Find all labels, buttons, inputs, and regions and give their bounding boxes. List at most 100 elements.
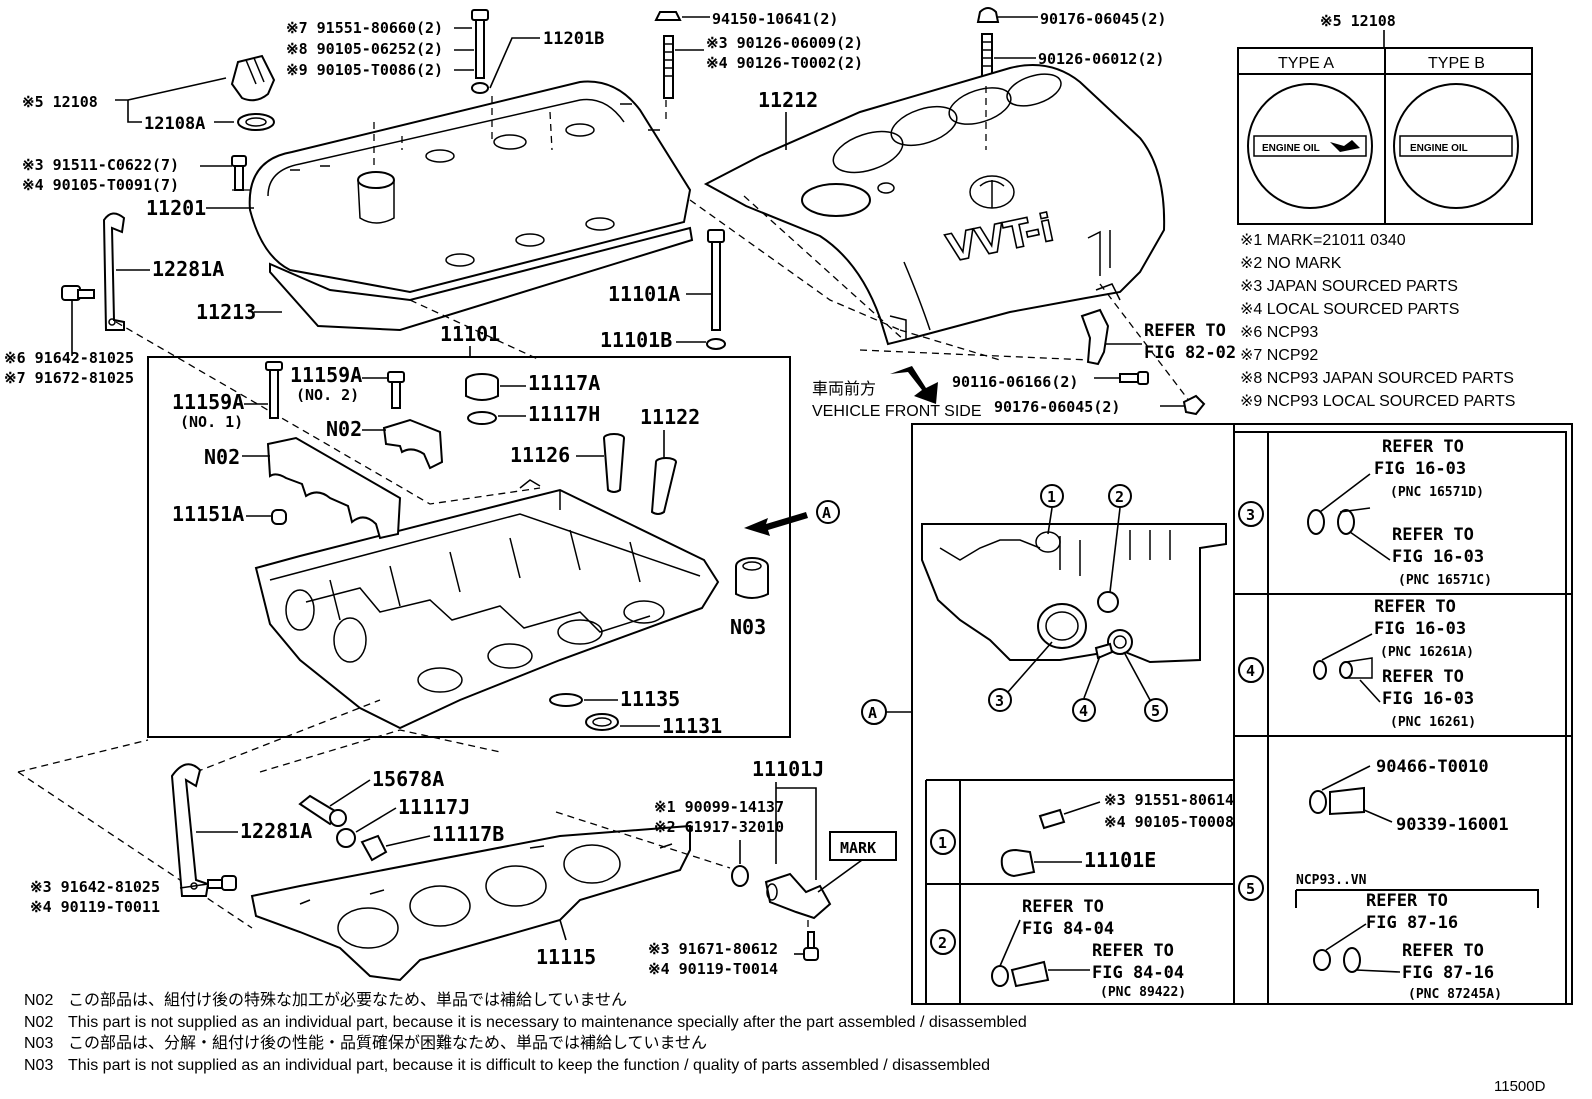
d3-pnc1: (PNC 16571D): [1390, 485, 1484, 500]
num-4: 4: [1079, 702, 1088, 720]
label-sleeve: N03: [730, 615, 766, 639]
d3-ref2-a: REFER TO: [1392, 525, 1474, 545]
label-engine-cover: 11212: [758, 88, 818, 112]
plug: [465, 373, 499, 425]
label-stud-2: ※4 90126-T0002(2): [706, 54, 863, 72]
note-text: This part is not supplied as an individu…: [68, 1013, 1027, 1031]
d2-ref1-b: FIG 84-04: [1022, 919, 1114, 939]
d5-pnc: (PNC 87245A): [1408, 987, 1502, 1002]
cap-text-b: ENGINE OIL: [1410, 143, 1468, 154]
label-head-cover: 11201: [146, 196, 206, 220]
label-plug-gasket: 11117H: [528, 402, 600, 426]
d3-ref1-b: FIG 16-03: [1374, 459, 1466, 479]
label-cap-no2-b: N02: [204, 445, 240, 469]
d2-pnc: (PNC 89422): [1100, 985, 1186, 1000]
label-bolt-no1-sub: (NO. 1): [180, 413, 243, 431]
label-sensor: 11101J: [752, 757, 824, 781]
legend-item: ※1 MARK=21011 0340: [1240, 232, 1406, 249]
label-bolt-top-1: ※7 91551-80660(2): [286, 19, 443, 37]
label-bolt-no2: 11159A: [290, 363, 362, 387]
sub-1-num: [930, 829, 956, 855]
cover-bolt: [231, 155, 247, 191]
d5-part2: 90339-16001: [1396, 815, 1509, 835]
label-sensor-bolt-1: ※3 91671-80612: [648, 940, 778, 958]
front-label-jp: 車両前方: [812, 380, 876, 398]
d3-hose: [1307, 507, 1371, 535]
note-code: N03: [24, 1056, 54, 1074]
label-guide-a: 11126: [510, 443, 570, 467]
view-a-label: A: [822, 504, 831, 522]
d4-pnc2: (PNC 16261): [1390, 715, 1476, 730]
label-refer-82-1: REFER TO: [1144, 321, 1226, 341]
detail-box-a: [911, 423, 1573, 1005]
cap-type-table: TYPE A TYPE B ENGINE OIL ENGINE OIL: [1237, 47, 1533, 225]
label-oring-1: ※1 90099-14137: [654, 798, 784, 816]
bearing-cap-long: [266, 436, 402, 540]
label-stud-1: ※3 90126-06009(2): [706, 34, 863, 52]
label-bolt-left-1: ※3 91511-C0622(7): [22, 156, 179, 174]
legend-item: ※9 NCP93 LOCAL SOURCED PARTS: [1240, 393, 1515, 410]
label-guide-b: 11122: [640, 405, 700, 429]
d5-ref2-b: FIG 87-16: [1402, 963, 1494, 983]
cap-type-b: TYPE B: [1428, 55, 1485, 72]
d2-ref1-a: REFER TO: [1022, 897, 1104, 917]
sensor-bolt: [803, 931, 819, 961]
label-hook-bottom: 12281A: [240, 819, 312, 843]
d5-ref2-a: REFER TO: [1402, 941, 1484, 961]
view-arrow: A: [744, 500, 840, 536]
label-plug-b: 11117B: [432, 822, 504, 846]
d5-ref1-a: REFER TO: [1366, 891, 1448, 911]
d5-ref1-b: FIG 87-16: [1366, 913, 1458, 933]
d5-clamp: [1313, 947, 1361, 973]
detail-callouts: 1 2 3 4 5: [988, 484, 1168, 722]
union-bolt: [298, 794, 347, 827]
d5-variant: NCP93..VN: [1296, 873, 1367, 888]
cap-table-pnc: ※5 12108: [1320, 12, 1396, 30]
label-head-washer: 11101B: [600, 328, 672, 352]
oring: [731, 865, 749, 887]
cylinder-head-cover: [248, 80, 694, 332]
legend-item: ※8 NCP93 JAPAN SOURCED PARTS: [1240, 370, 1514, 387]
d4-ref1-b: FIG 16-03: [1374, 619, 1466, 639]
label-cap-no2-a: N02: [326, 417, 362, 441]
num-2: 2: [1115, 488, 1124, 506]
note-text: この部品は、分解・組付け後の性能・品質確保が困難なため、単品では補給していません: [68, 1035, 708, 1052]
sub-2-num: [930, 929, 956, 955]
note-row: N03 この部品は、分解・組付け後の性能・品質確保が困難なため、単品では補給してい…: [24, 1033, 1027, 1055]
label-bolt-no1: 11159A: [172, 390, 244, 414]
front-nut: [1182, 394, 1206, 416]
sub-3-num: [1238, 501, 1264, 527]
cylinder-head-box: [147, 356, 791, 738]
d2-sensor: [1010, 960, 1050, 988]
d3-ref2-b: FIG 16-03: [1392, 547, 1484, 567]
label-gasket: 11213: [196, 300, 256, 324]
label-hook2-bolt-2: ※4 90119-T0011: [30, 898, 160, 916]
d1-part: 11101E: [1084, 848, 1156, 872]
cylinder-head: [254, 479, 720, 730]
d5-part1: 90466-T0010: [1376, 757, 1489, 777]
hook-bottom: [170, 763, 210, 897]
label-hook-top: 12281A: [152, 257, 224, 281]
front-bolt: [1119, 371, 1149, 385]
label-nut-2: 90176-06045(2): [1040, 10, 1166, 28]
d2-ring: [991, 965, 1009, 987]
d4-ref2-a: REFER TO: [1382, 667, 1464, 687]
sub-3-label: 3: [1246, 506, 1255, 524]
label-stud-3: 90126-06012(2): [1038, 50, 1164, 68]
seal: [585, 713, 619, 731]
label-plug-j: 11117J: [398, 795, 470, 819]
cap-type-a: TYPE A: [1278, 55, 1334, 72]
d2-ref2-a: REFER TO: [1092, 941, 1174, 961]
label-head-bolt: 11101A: [608, 282, 680, 306]
guide-a: [603, 433, 625, 493]
note-code: N03: [24, 1035, 54, 1052]
label-cap-gasket: 12108A: [144, 114, 205, 134]
label-cap-main: ※5 12108: [22, 93, 98, 111]
d1-bolt: [1038, 808, 1066, 830]
guide-b: [650, 457, 677, 515]
d4-hose: [1313, 657, 1373, 680]
